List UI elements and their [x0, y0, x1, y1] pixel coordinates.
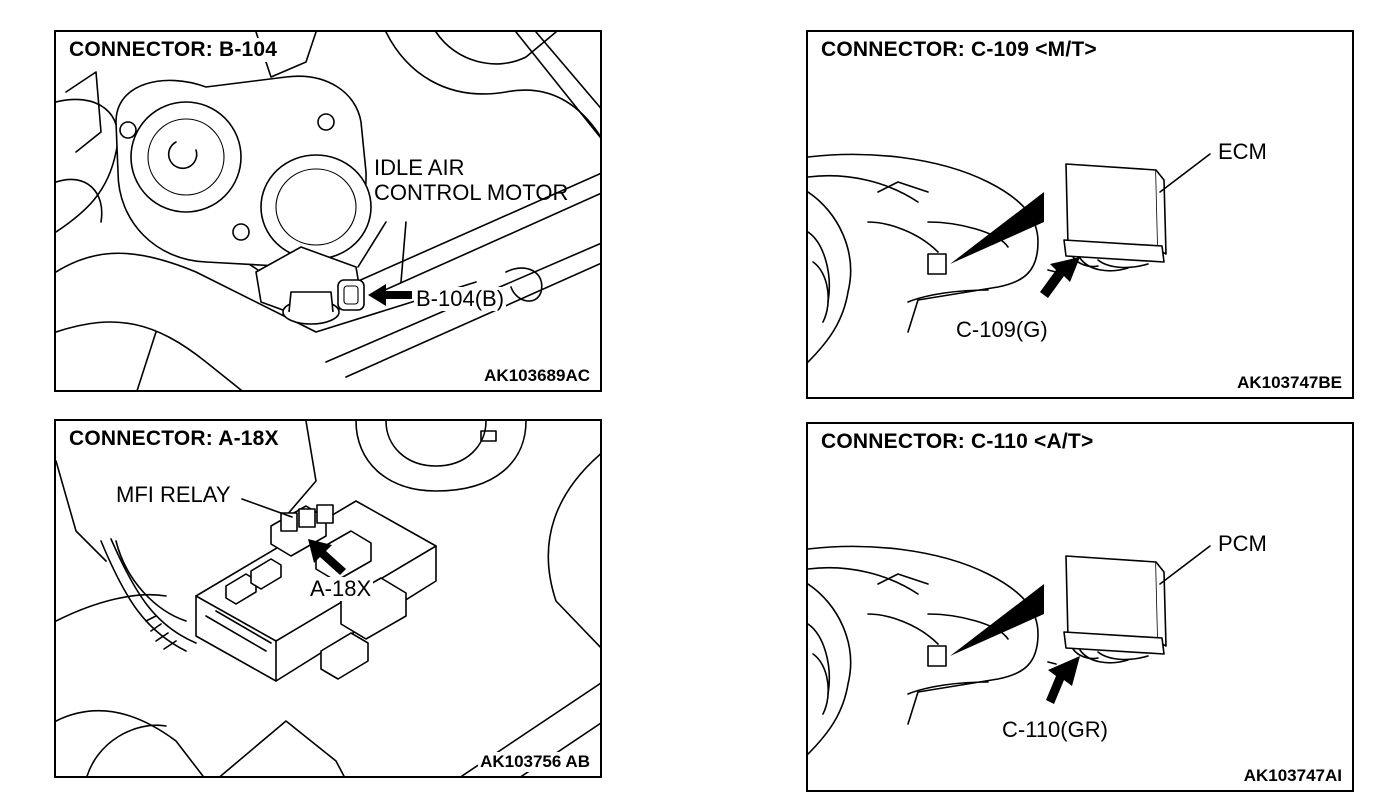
- panel-b104: CONNECTOR: B-104 IDLE AIR CONTROL MOTOR …: [54, 30, 602, 392]
- connector-label: C-109(G): [956, 317, 1048, 342]
- figure-code: AK103689AC: [482, 366, 592, 386]
- module-label: PCM: [1218, 531, 1267, 556]
- panel-c109: CONNECTOR: C-109 <M/T> ECM C-109(G) AK10…: [806, 30, 1354, 399]
- panel-c110: CONNECTOR: C-110 <A/T> PCM C-110(GR) AK1…: [806, 422, 1354, 792]
- panel-title: CONNECTOR: C-110 <A/T>: [818, 430, 1097, 454]
- pcm-illustration: [808, 545, 1211, 755]
- figure-code: AK103756 AB: [478, 752, 592, 772]
- module-label: ECM: [1218, 139, 1267, 164]
- panel-title: CONNECTOR: A-18X: [66, 427, 282, 451]
- panel-a18x: CONNECTOR: A-18X MFI RELAY A-18X AK10375…: [54, 419, 602, 778]
- panel-title: CONNECTOR: B-104: [66, 38, 281, 62]
- component-label-line1: IDLE AIR: [374, 155, 465, 180]
- idle-air-control-motor-illustration: [56, 32, 600, 390]
- connector-label: C-110(GR): [1002, 717, 1108, 742]
- connector-label: B-104(B): [414, 286, 507, 311]
- figure-code: AK103747BE: [1235, 373, 1344, 393]
- ecm-illustration: [808, 153, 1211, 363]
- component-label-line2: CONTROL MOTOR: [374, 180, 569, 205]
- connector-label: A-18X: [308, 576, 374, 601]
- panel-title: CONNECTOR: C-109 <M/T>: [818, 38, 1100, 62]
- component-label: MFI RELAY: [116, 482, 231, 507]
- figure-code: AK103747AI: [1241, 766, 1344, 786]
